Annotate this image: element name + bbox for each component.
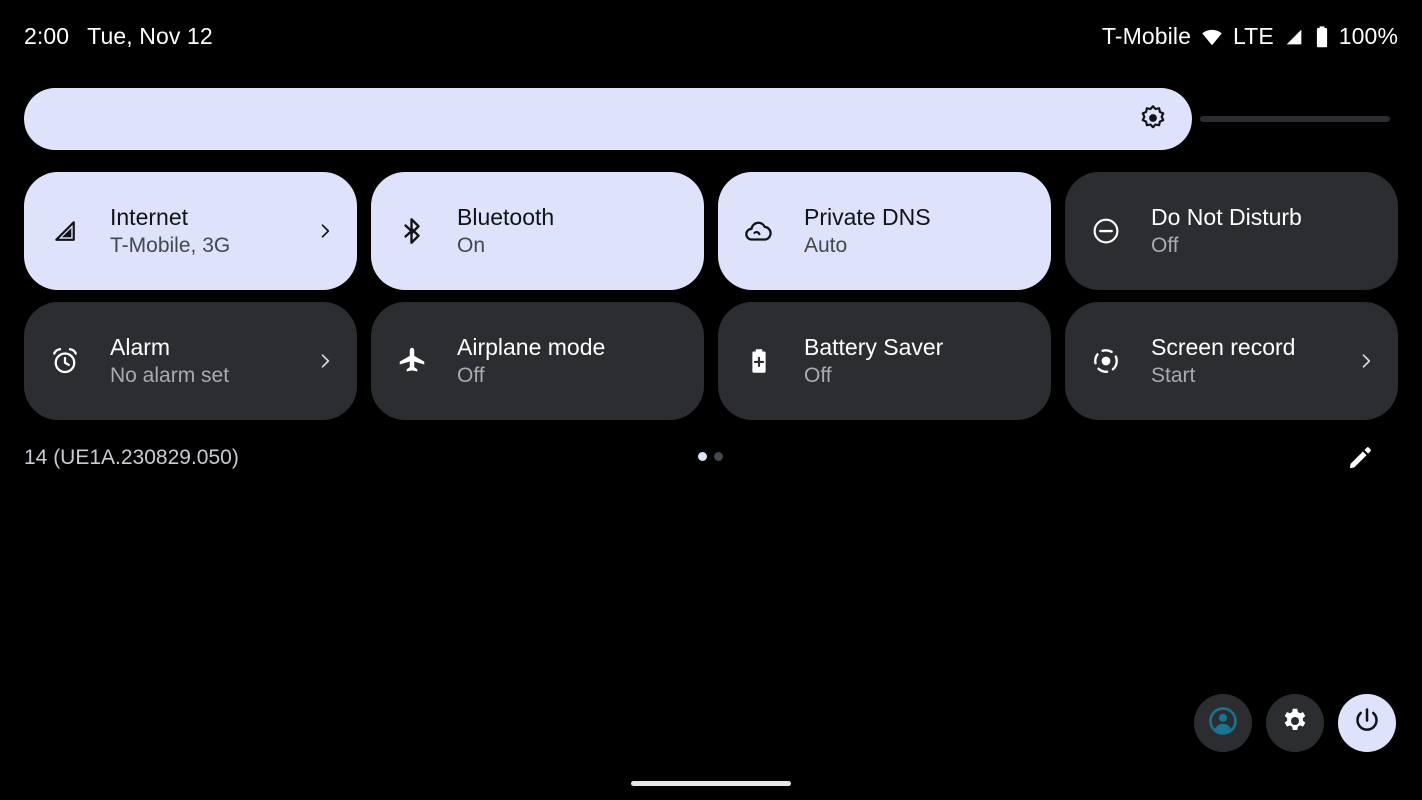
- cloud-icon: [742, 214, 776, 248]
- status-bar-left: 2:00 Tue, Nov 12: [24, 22, 213, 49]
- tile-subtitle: T-Mobile, 3G: [110, 234, 231, 257]
- status-carrier: T-Mobile: [1101, 22, 1191, 49]
- tile-title: Alarm: [110, 334, 171, 360]
- home-gesture-bar[interactable]: [631, 781, 791, 786]
- tile-title: Battery Saver: [804, 334, 944, 360]
- wifi-icon: [1200, 25, 1224, 49]
- battery-saver-icon: [742, 344, 776, 378]
- user-switcher-button[interactable]: [1194, 694, 1252, 752]
- tile-alarm-labels: Alarm No alarm set: [110, 332, 305, 390]
- status-bar-right: T-Mobile LTE 100%: [1102, 24, 1398, 48]
- tile-airplane-mode[interactable]: Airplane mode Off: [371, 302, 704, 420]
- tile-subtitle: Off: [804, 364, 832, 387]
- status-time: 2:00: [24, 22, 70, 49]
- tile-screen-record-labels: Screen record Start: [1151, 332, 1346, 390]
- tile-screen-record[interactable]: Screen record Start: [1065, 302, 1398, 420]
- battery-full-icon: [1314, 25, 1330, 49]
- quick-settings-tiles: Internet T-Mobile, 3G Bluetooth On: [24, 172, 1398, 420]
- tile-internet-labels: Internet T-Mobile, 3G: [110, 202, 305, 260]
- tile-title: Private DNS: [804, 204, 931, 230]
- tile-battery-saver[interactable]: Battery Saver Off: [718, 302, 1051, 420]
- screen-record-icon: [1089, 344, 1123, 378]
- power-icon: [1352, 706, 1382, 741]
- status-network-type: LTE: [1232, 22, 1274, 49]
- tile-title: Internet: [110, 204, 188, 230]
- gear-icon: [1280, 706, 1310, 741]
- airplane-icon: [395, 344, 429, 378]
- pencil-icon[interactable]: [1346, 445, 1372, 471]
- signal-cellular-icon: [48, 214, 82, 248]
- bottom-action-buttons: [1194, 694, 1396, 752]
- tile-bluetooth-labels: Bluetooth On: [457, 202, 682, 260]
- tile-subtitle: No alarm set: [110, 364, 230, 387]
- tile-subtitle: Off: [1151, 234, 1179, 257]
- user-avatar-icon: [1207, 705, 1239, 742]
- tile-title: Bluetooth: [457, 204, 555, 230]
- brightness-fill[interactable]: [24, 88, 1192, 150]
- tile-do-not-disturb[interactable]: Do Not Disturb Off: [1065, 172, 1398, 290]
- tile-internet[interactable]: Internet T-Mobile, 3G: [24, 172, 357, 290]
- power-button[interactable]: [1338, 694, 1396, 752]
- brightness-track[interactable]: [1200, 116, 1390, 122]
- tile-title: Screen record: [1151, 334, 1296, 360]
- tile-alarm[interactable]: Alarm No alarm set: [24, 302, 357, 420]
- tile-subtitle: Start: [1151, 364, 1196, 387]
- page-dot-2[interactable]: [714, 452, 723, 461]
- tile-bluetooth[interactable]: Bluetooth On: [371, 172, 704, 290]
- page-dot-1[interactable]: [698, 452, 707, 461]
- chevron-right-icon[interactable]: [1356, 346, 1376, 376]
- tile-title: Airplane mode: [457, 334, 606, 360]
- tile-subtitle: On: [457, 234, 486, 257]
- status-bar: 2:00 Tue, Nov 12 T-Mobile LTE 100%: [0, 0, 1422, 72]
- tile-battery-saver-labels: Battery Saver Off: [804, 332, 1029, 390]
- settings-button[interactable]: [1266, 694, 1324, 752]
- status-date: Tue, Nov 12: [87, 22, 213, 49]
- brightness-icon: [1138, 104, 1168, 134]
- build-version-label: 14 (UE1A.230829.050): [24, 446, 239, 469]
- tile-do-not-disturb-labels: Do Not Disturb Off: [1151, 202, 1376, 260]
- tile-private-dns[interactable]: Private DNS Auto: [718, 172, 1051, 290]
- tile-title: Do Not Disturb: [1151, 204, 1302, 230]
- chevron-right-icon[interactable]: [315, 216, 335, 246]
- do-not-disturb-icon: [1089, 214, 1123, 248]
- tile-airplane-mode-labels: Airplane mode Off: [457, 332, 682, 390]
- alarm-clock-icon: [48, 344, 82, 378]
- signal-cellular-icon: [1283, 26, 1305, 48]
- quick-settings-footer: 14 (UE1A.230829.050): [0, 440, 1422, 476]
- status-battery-level: 100%: [1338, 22, 1398, 49]
- chevron-right-icon[interactable]: [315, 346, 335, 376]
- page-indicator: [698, 452, 723, 461]
- bluetooth-icon: [395, 214, 429, 248]
- brightness-slider[interactable]: [24, 88, 1398, 150]
- tile-subtitle: Off: [457, 364, 485, 387]
- tile-subtitle: Auto: [804, 234, 848, 257]
- tile-private-dns-labels: Private DNS Auto: [804, 202, 1029, 260]
